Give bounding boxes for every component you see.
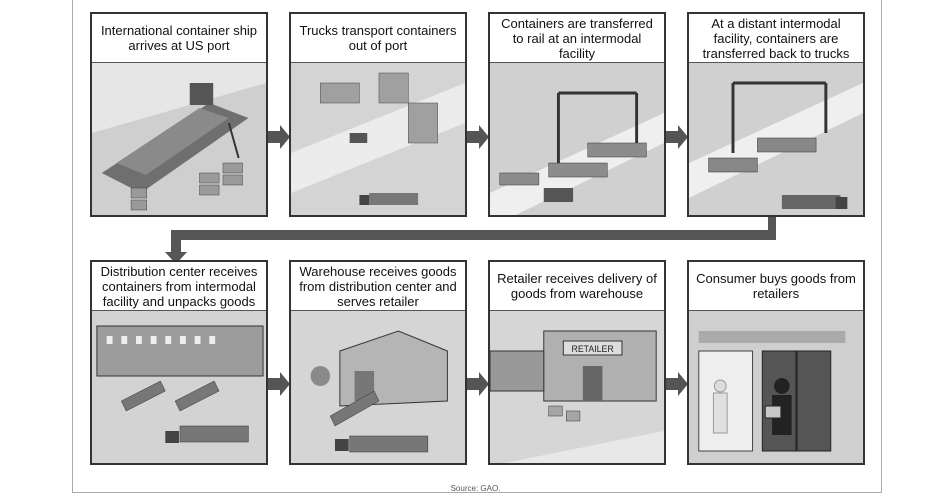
retailer-delivery-illustration: RETAILER [490,310,664,463]
retailer-sign-text: RETAILER [572,344,614,354]
distribution-center-illustration [92,310,266,463]
step-caption: Consumer buys goods from retailers [696,271,856,301]
arrow-wrap [165,217,776,264]
arrow-2-3 [467,125,489,149]
step-caption: International container ship arrives at … [100,23,258,53]
arrow-5-6 [268,372,290,396]
arrow-6-7 [467,372,489,396]
step-panel-ship-arrives: International container ship arrives at … [90,12,268,217]
step-caption: Warehouse receives goods from distributi… [299,263,457,309]
arrow-7-8 [666,372,688,396]
step-caption: Distribution center receives containers … [100,263,258,309]
source-note: Source: GAO. [450,484,501,493]
step-caption: Retailer receives delivery of goods from… [497,271,657,301]
step-caption: Containers are transferred to rail at an… [501,15,653,61]
rail-to-truck-illustration [689,62,863,215]
step-panel-distribution-center: Distribution center receives containers … [90,260,268,465]
arrow-1-2 [268,125,290,149]
ship-illustration [92,62,266,215]
step-panel-retailer-delivery: Retailer receives delivery of goods from… [488,260,666,465]
warehouse-illustration [291,310,465,463]
port-trucks-illustration [291,62,465,215]
step-panel-trucks-out-of-port: Trucks transport containers out of port [289,12,467,217]
step-caption: At a distant intermodal facility, contai… [702,15,850,61]
arrow-3-4 [666,125,688,149]
step-panel-rail-transfer: Containers are transferred to rail at an… [488,12,666,217]
step-panel-consumer: Consumer buys goods from retailers [687,260,865,465]
step-panel-rail-to-truck: At a distant intermodal facility, contai… [687,12,865,217]
step-caption: Trucks transport containers out of port [299,23,457,53]
step-panel-warehouse: Warehouse receives goods from distributi… [289,260,467,465]
consumer-illustration [689,310,863,463]
rail-transfer-illustration [490,62,664,215]
